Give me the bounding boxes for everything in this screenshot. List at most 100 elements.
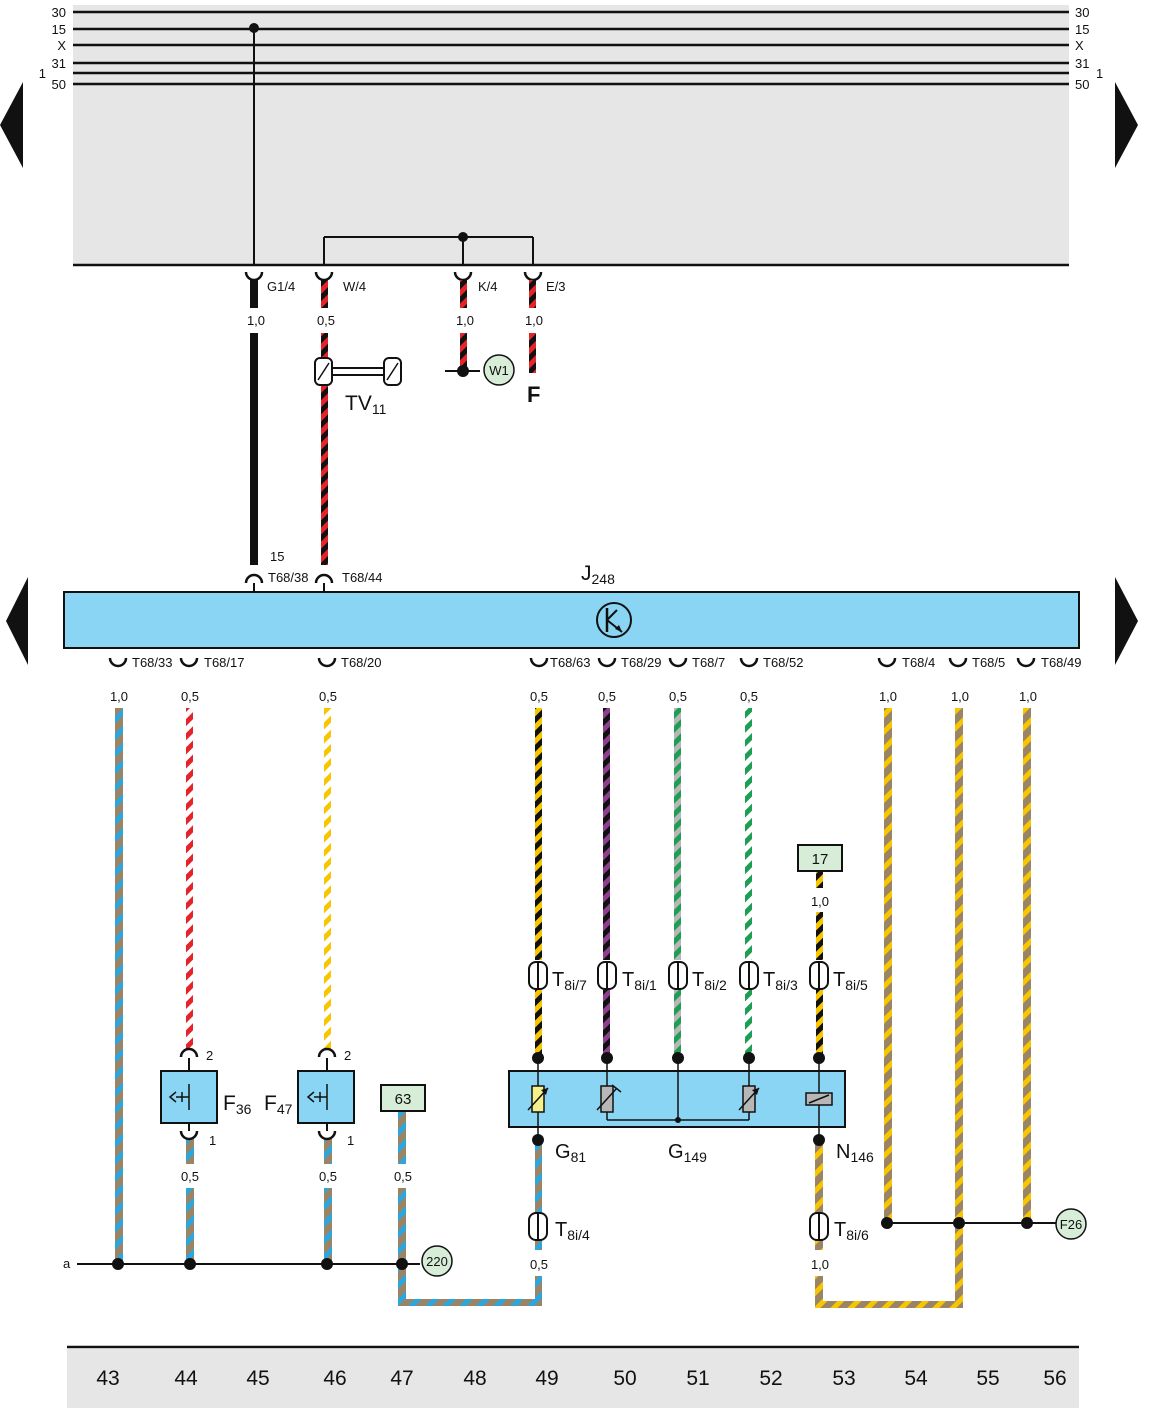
bottom-numbers: 43 44 45 46 47 48 49 50 51 52 53 54 55 5… — [96, 1367, 1066, 1390]
svg-text:G81: G81 — [555, 1141, 586, 1165]
pin-label: T68/29 — [621, 655, 661, 670]
switch-pin-top: 2 — [206, 1048, 213, 1063]
wire-gauge-label: 0,5 — [669, 689, 687, 704]
junction-dot — [112, 1258, 124, 1270]
bus-label-31-left: 31 — [52, 56, 66, 71]
ecu-label-sub: 248 — [592, 571, 616, 587]
pressure-switch-icon — [168, 1084, 190, 1110]
wire-yellow-black — [816, 990, 823, 1058]
wire-yellow-brown — [815, 1140, 823, 1212]
junction-dot — [457, 365, 469, 377]
wire-gauge-label: 1,0 — [110, 689, 128, 704]
wire-yellow-brown — [815, 1276, 823, 1308]
connector-label: W/4 — [343, 279, 366, 294]
next-page-arrow-icon[interactable] — [1115, 82, 1138, 168]
wire-green-white — [745, 708, 752, 960]
connector-label: G1/4 — [267, 279, 295, 294]
bus-label-50-right: 50 — [1075, 77, 1089, 92]
bus-label-30-right: 30 — [1075, 5, 1089, 20]
junction-dot — [813, 1134, 825, 1146]
bus-side-mark-left: 1 — [39, 66, 46, 81]
sensor-n146-main: N — [836, 1141, 850, 1163]
relay-connector-e-3: E/3 1,0 — [523, 271, 566, 328]
svg-text:T8i/4: T8i/4 — [555, 1219, 590, 1243]
reference-box-17: 17 — [797, 844, 843, 872]
svg-text:TV11: TV11 — [345, 392, 387, 417]
wire-green-gray — [674, 990, 681, 1058]
column-number: 50 — [613, 1367, 636, 1390]
switch-f47: 2 1 F47 0,5 — [264, 1047, 355, 1184]
pin-label: T68/5 — [972, 655, 1005, 670]
column-number: 48 — [463, 1367, 486, 1390]
wire-blue-brown — [115, 708, 123, 1264]
wire-gauge-label: 0,5 — [319, 689, 337, 704]
column-number: 52 — [759, 1367, 782, 1390]
column-number: 44 — [174, 1367, 198, 1390]
t8i-3-main: T — [763, 969, 775, 991]
wire-gauge-label: 0,5 — [598, 689, 616, 704]
next-page-arrow-icon[interactable] — [1115, 577, 1138, 665]
svg-text:T8i/7: T8i/7 — [552, 969, 587, 993]
prev-page-arrow-icon[interactable] — [0, 82, 23, 168]
wire-yellow-black — [535, 708, 542, 960]
pin-extra-label: 15 — [270, 549, 284, 564]
pin-label: T68/52 — [763, 655, 803, 670]
wire-blue-brown — [398, 1299, 541, 1306]
ground-f26-label: F26 — [1060, 1217, 1082, 1232]
wire-gauge-label: 1,0 — [525, 313, 543, 328]
junction-dot — [458, 232, 468, 242]
t8i-2-sub: 8i/2 — [704, 977, 727, 993]
wire-yellow-brown — [955, 708, 963, 1308]
svg-text:T8i/5: T8i/5 — [833, 969, 868, 993]
switch-pin-bottom: 1 — [347, 1133, 354, 1148]
ground-line-a-label: a — [63, 1256, 71, 1271]
switch-f36-main: F — [223, 1092, 236, 1115]
sensor-g81-main: G — [555, 1141, 571, 1163]
switch-pin-bottom: 1 — [209, 1133, 216, 1148]
prev-page-arrow-icon[interactable] — [6, 577, 28, 665]
switch-f47-main: F — [264, 1092, 277, 1115]
junction-dot — [321, 1258, 333, 1270]
bus-labels-right: 30 15 X 31 50 1 — [1075, 5, 1103, 92]
wire-black — [250, 333, 258, 565]
ground-220-label: 220 — [426, 1254, 448, 1269]
wire-gauge-label: 1,0 — [951, 689, 969, 704]
ecu-top-pin-t68-38: 15 T68/38 — [244, 549, 308, 585]
connector-label: K/4 — [478, 279, 498, 294]
pin-label: T68/20 — [341, 655, 381, 670]
wire-yellow-black — [535, 990, 542, 1058]
wire-blue-brown — [324, 1188, 332, 1264]
fuse-f-label: F — [527, 382, 540, 407]
pin-label: T68/33 — [132, 655, 172, 670]
bus-labels-left: 30 15 X 31 50 1 — [39, 5, 67, 92]
tv11-label-sub: 11 — [372, 401, 387, 417]
wire-blue-brown — [186, 1188, 194, 1264]
wire-gauge-label: 0,5 — [317, 313, 335, 328]
ref-17-label: 17 — [812, 851, 829, 868]
reference-box-63: 63 — [380, 1084, 426, 1112]
t8i-7-main: T — [552, 969, 564, 991]
column-number: 46 — [323, 1367, 346, 1390]
pin-label: T68/4 — [902, 655, 935, 670]
wire-red-white — [186, 708, 193, 1050]
column-number: 45 — [246, 1367, 269, 1390]
bus-side-mark-right: 1 — [1096, 66, 1103, 81]
wire-yellow-black — [816, 872, 823, 888]
wire-red-black — [460, 280, 467, 308]
ecu-label-main: J — [581, 562, 592, 585]
svg-text:T8i/2: T8i/2 — [692, 969, 727, 993]
wire-yellow-black — [816, 912, 823, 960]
relay-connector-g1-4: G1/4 1,0 — [244, 271, 295, 328]
relay-panel — [73, 5, 1069, 266]
column-number: 56 — [1043, 1367, 1066, 1390]
column-number: 55 — [976, 1367, 999, 1390]
pressure-switch-icon — [306, 1084, 328, 1110]
wire-gauge-label: 0,5 — [530, 689, 548, 704]
solenoid-valve-n146-icon — [805, 1092, 833, 1106]
ecu-symbol-icon — [596, 602, 632, 638]
t8i-2-main: T — [692, 969, 704, 991]
wire-gauge-label: 1,0 — [1019, 689, 1037, 704]
pin-label: T68/44 — [342, 570, 382, 585]
variable-resistor-icon — [596, 1084, 622, 1113]
